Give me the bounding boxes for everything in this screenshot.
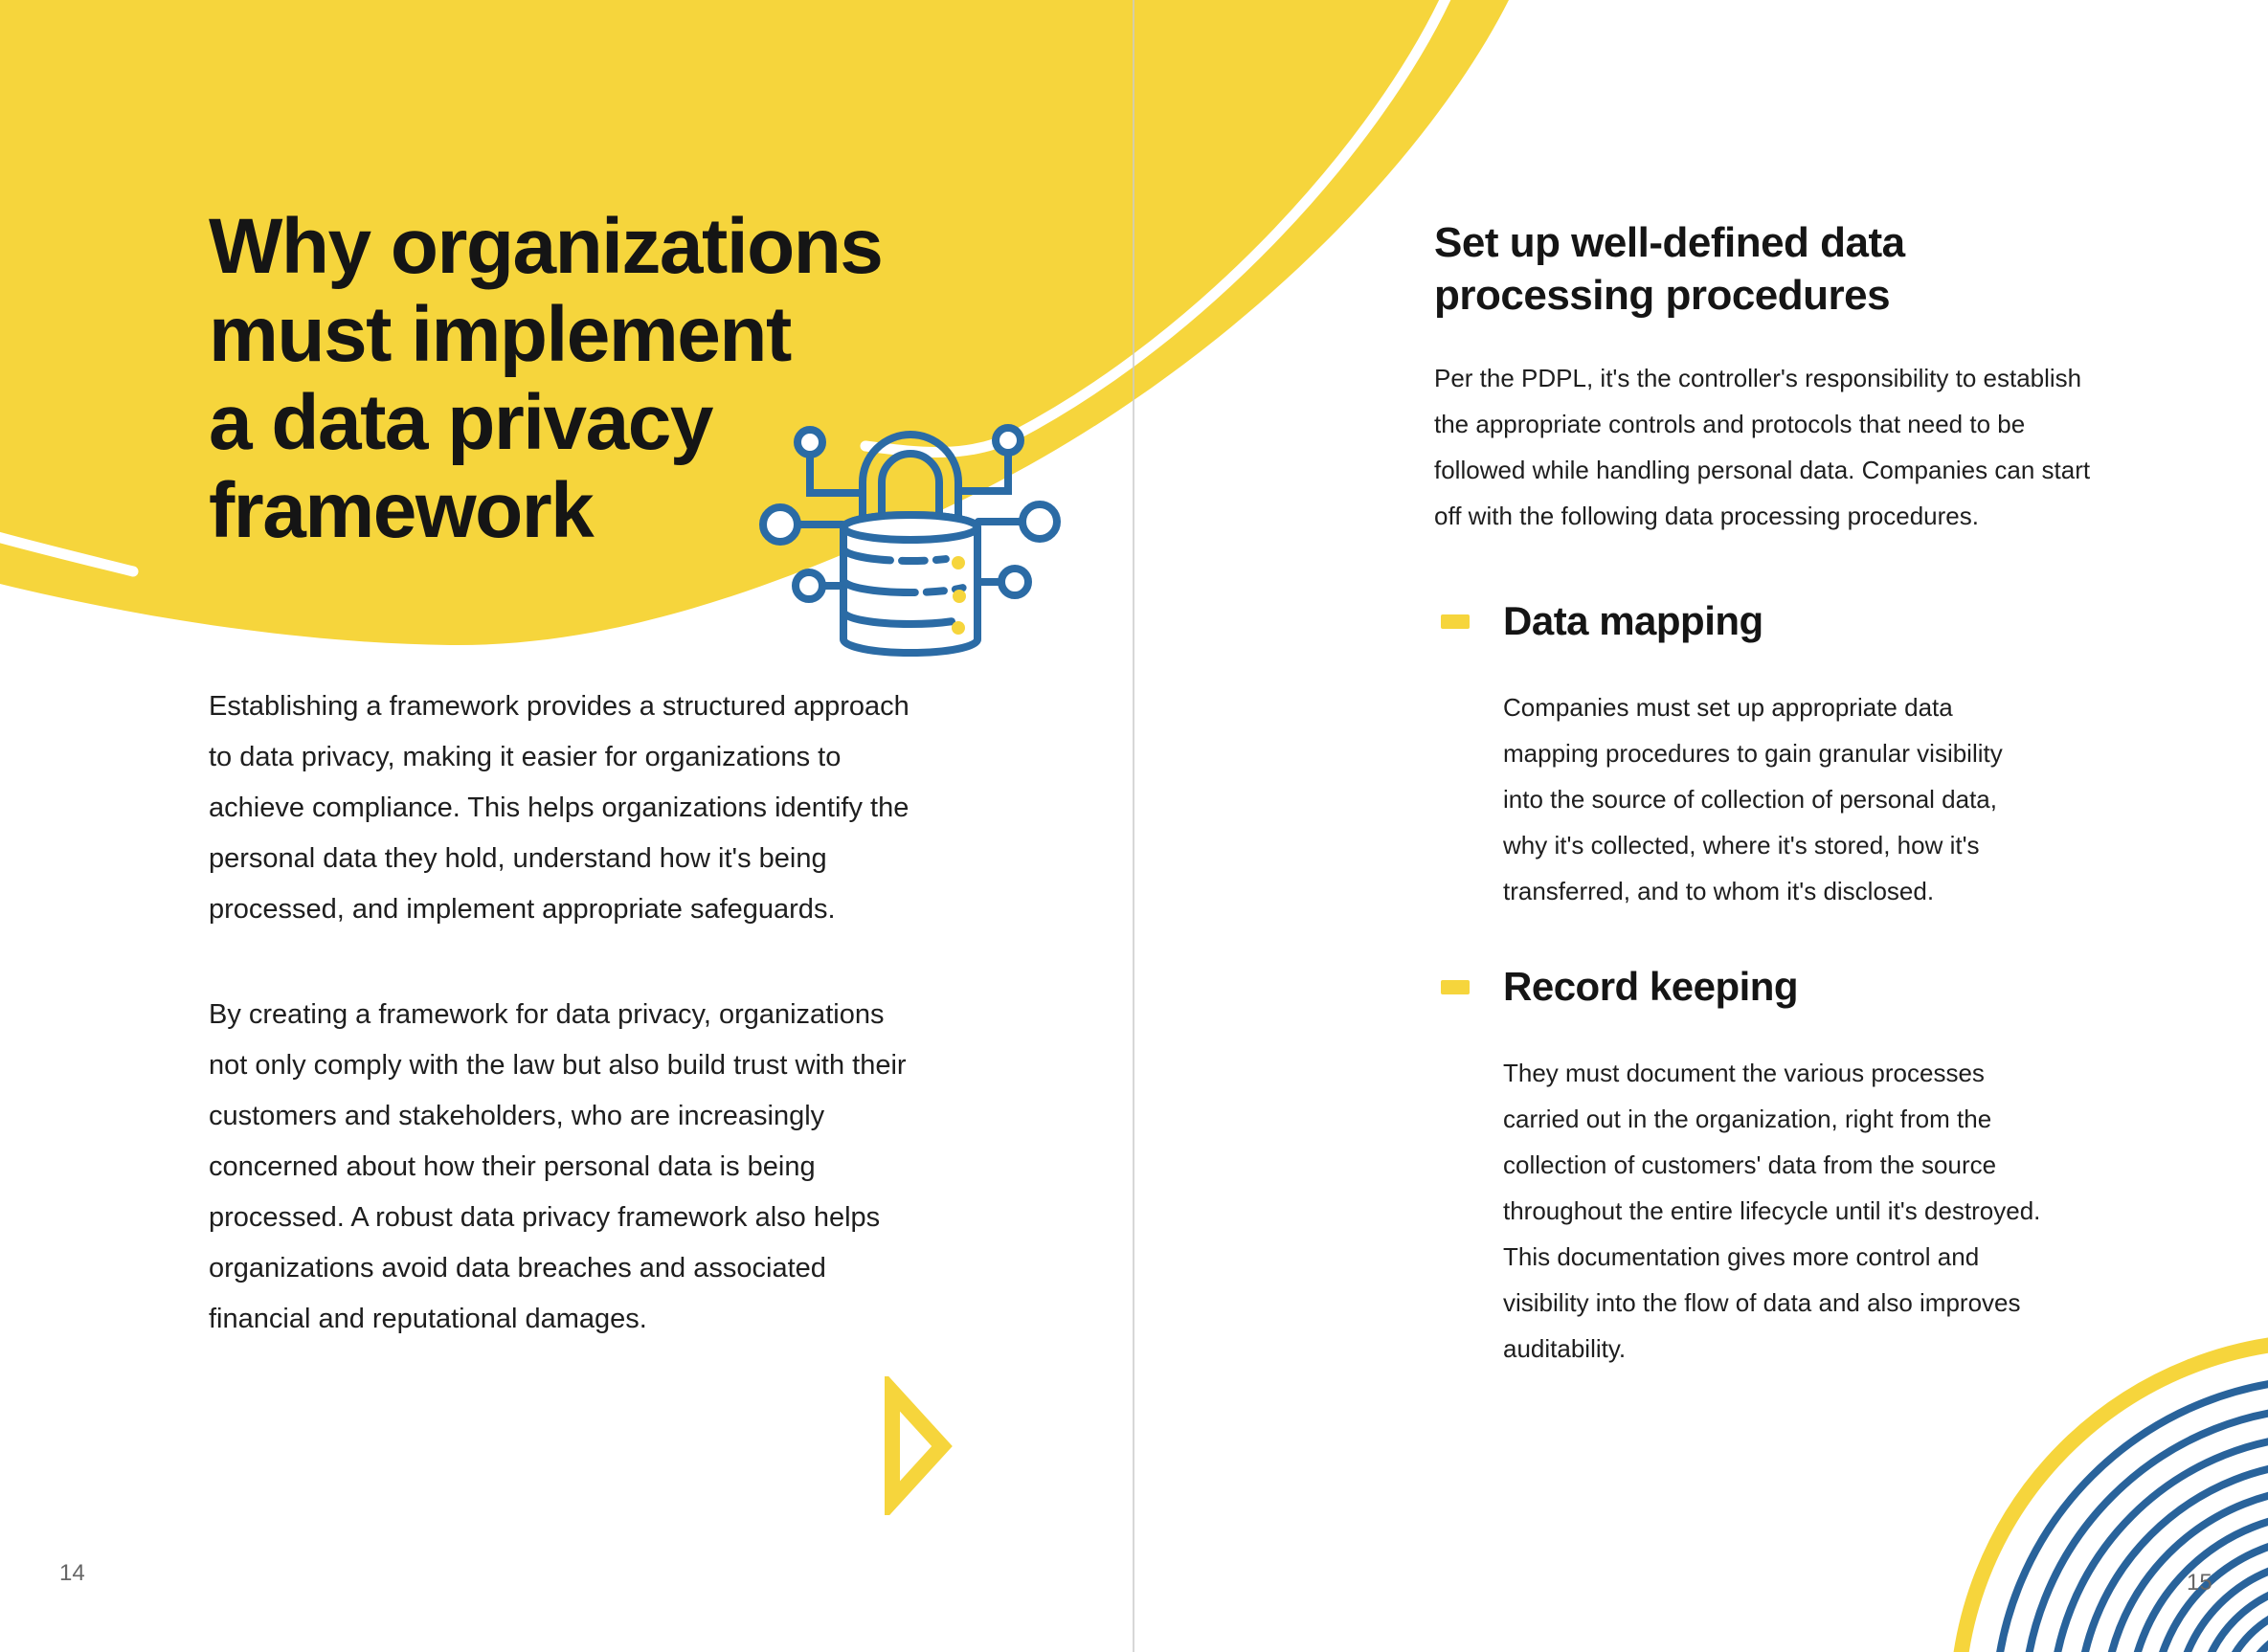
circuit-trace — [955, 449, 1012, 495]
list-item: Data mapping Companies must set up appro… — [1434, 598, 2104, 914]
database-rim — [840, 511, 981, 544]
indicator-dot — [952, 621, 965, 635]
page-divider — [1133, 0, 1134, 1652]
subsection-heading: Record keeping — [1503, 964, 1799, 1009]
triangle-arrow-icon — [885, 1376, 953, 1515]
title-line: a data privacy — [209, 379, 713, 466]
page-number-left: 14 — [59, 1560, 85, 1586]
database-band — [840, 608, 981, 628]
indicator-dot — [953, 590, 966, 603]
section-content: Record keeping They must document the va… — [1503, 964, 2044, 1372]
circuit-node — [792, 569, 826, 603]
bullet-dash-icon — [1441, 614, 1470, 629]
circuit-node — [759, 503, 801, 546]
paragraph: By creating a framework for data privacy… — [209, 999, 907, 1334]
intro-paragraph: Per the PDPL, it's the controller's resp… — [1434, 364, 2091, 530]
circuit-trace — [806, 451, 865, 497]
indicator-dot — [952, 556, 965, 569]
triangle-shape — [885, 1376, 953, 1515]
subsection-body: Companies must set up appropriate data m… — [1503, 693, 2003, 905]
subsection-heading: Data mapping — [1503, 598, 1763, 643]
section-title: Set up well-defined data processing proc… — [1434, 216, 2104, 322]
circuit-node — [1019, 501, 1061, 543]
white-arc-bottom-left — [0, 531, 139, 577]
circuit-node — [992, 424, 1024, 457]
list-item: Record keeping They must document the va… — [1434, 964, 2104, 1372]
database-band — [840, 545, 981, 565]
circuit-node — [998, 565, 1032, 599]
section-content: Data mapping Companies must set up appro… — [1503, 598, 2044, 914]
data-security-lock-icon — [759, 424, 1061, 657]
title-line: Why organizations — [209, 203, 884, 290]
title-line: framework — [209, 467, 595, 554]
white-arc-top — [860, 0, 1451, 458]
page-number-right: 15 — [2187, 1570, 2212, 1596]
lock-shackle-inner — [878, 450, 943, 531]
bullet-dash-icon — [1441, 980, 1470, 994]
database-band — [840, 576, 981, 596]
lock-shackle — [859, 431, 962, 531]
title-line: must implement — [209, 291, 792, 378]
heading-line: processing procedures — [1434, 272, 1891, 319]
circuit-node — [794, 426, 826, 458]
page-title: Why organizations must implement a data … — [209, 203, 884, 555]
heading-line: Set up well-defined data — [1434, 219, 1905, 266]
right-column: Set up well-defined data processing proc… — [1434, 216, 2104, 1372]
paragraph: Establishing a framework provides a stru… — [209, 691, 909, 925]
body-text: Establishing a framework provides a stru… — [209, 681, 919, 1345]
subsection-body: They must document the various processes… — [1503, 1059, 2041, 1363]
